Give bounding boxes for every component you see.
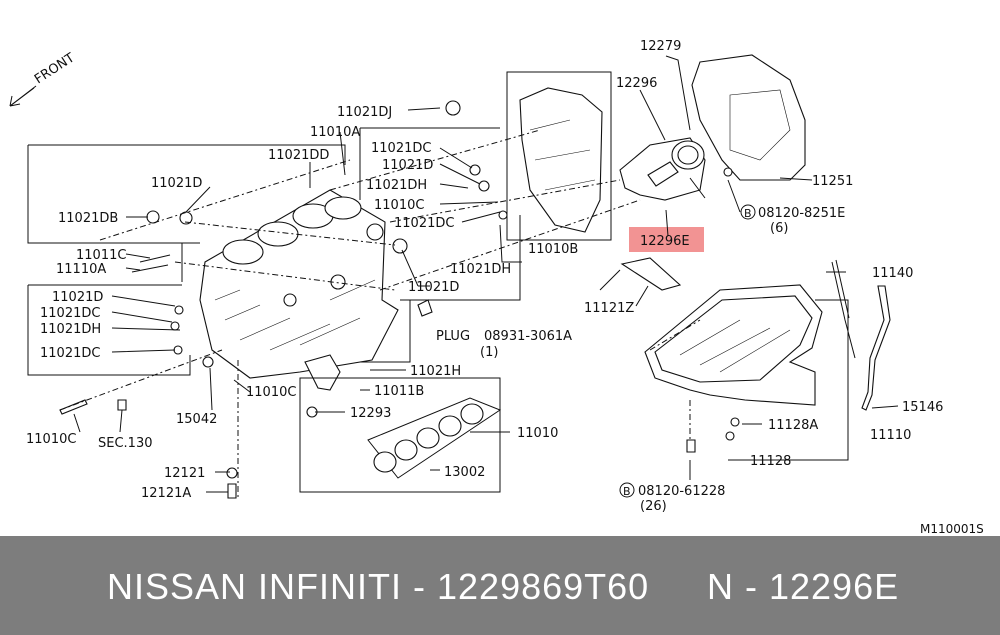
label-11021DC-a: 11021DC [371,141,431,156]
highlighted-part-box [629,227,704,252]
label-11021DC-b: 11021DC [394,216,454,231]
label-11140: 11140 [872,266,913,281]
dipstick-tube [861,285,891,411]
oil-pan [644,284,823,406]
brand-part-number: NISSAN INFINITI - 1229869T60 [107,566,650,607]
baffle-bracket [620,257,682,291]
label-11021DH-b: 11021DH [450,262,511,277]
label-11021D-b: 11021D [151,176,202,191]
label-plug-qty: (1) [480,345,498,360]
label-plug: PLUG [436,329,470,344]
label-11021H: 11021H [410,364,461,379]
label-11251: 11251 [812,174,853,189]
label-11128A: 11128A [768,418,818,433]
front-label: FRONT [32,51,77,88]
label-15146: 15146 [902,400,943,415]
label-11010: 11010 [517,426,558,441]
label-12121A: 12121A [141,486,191,501]
label-12296: 12296 [616,76,657,91]
rear-housing [506,71,612,241]
label-sec130: SEC.130 [98,436,153,451]
label-08120-61228: 08120-61228 [638,484,725,499]
bolt-symbol-1: B [744,207,752,220]
label-08120-61228-qty: (26) [640,499,667,514]
label-12279: 12279 [640,39,681,54]
label-plug-part: 08931-3061A [484,329,572,344]
label-11021DJ: 11021DJ [337,105,392,120]
reference-code: M110001S [920,522,984,536]
label-12296E: 12296E [640,234,690,249]
bearing-cap [304,354,341,391]
label-11121Z: 11121Z [584,301,634,316]
label-11010C-b: 11010C [246,385,296,400]
label-11021D-d: 11021D [52,290,103,305]
label-08120-8251E-qty: (6) [770,221,788,236]
label-11021D-a: 11021D [382,158,433,173]
label-11010A: 11010A [310,125,360,140]
cylinder-block [199,189,399,379]
dipstick [831,259,856,359]
label-11021DD: 11021DD [268,148,329,163]
label-11010C-a: 11010C [374,198,424,213]
label-11021DC-c: 11021DC [40,306,100,321]
label-12293: 12293 [350,406,391,421]
exploded-parts-diagram: FRONT [9,39,984,536]
label-11010B: 11010B [528,242,578,257]
label-11110: 11110 [870,428,911,443]
rear-plate [691,54,806,181]
label-11010C-c: 11010C [26,432,76,447]
label-11011B: 11011B [374,384,424,399]
label-11128: 11128 [750,454,791,469]
oem-part-code: N - 12296E [707,566,900,607]
label-13002: 13002 [444,465,485,480]
label-12121: 12121 [164,466,205,481]
label-11021DH-a: 11021DH [366,178,427,193]
front-arrow-icon [9,85,37,107]
label-15042: 15042 [176,412,217,427]
label-11021D-c: 11021D [408,280,459,295]
oil-seal-retainer [619,137,706,201]
label-11021DB: 11021DB [58,211,118,226]
bearing-set [367,397,502,479]
label-08120-8251E: 08120-8251E [758,206,845,221]
label-11021DH-c: 11021DH [40,322,101,337]
label-11021DC-d: 11021DC [40,346,100,361]
bolt-symbol-2: B [623,485,631,498]
label-11110A: 11110A [56,262,106,277]
part-number-banner: NISSAN INFINITI - 1229869T60 N - 12296E [0,536,1000,635]
label-11011C: 11011C [76,248,126,263]
